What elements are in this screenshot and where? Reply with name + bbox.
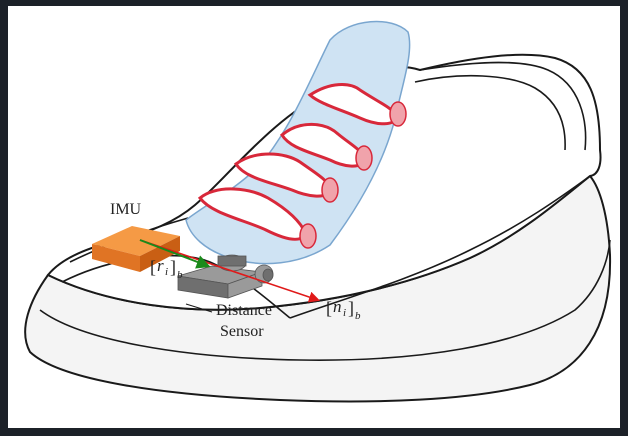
sensor-pointer-line xyxy=(185,303,213,313)
n-bracket-close: ] xyxy=(348,298,354,318)
r-vector-arrow xyxy=(139,239,211,269)
heel-collar-inner xyxy=(414,74,566,151)
sole-midline xyxy=(39,239,611,361)
heel-collar xyxy=(419,61,587,151)
n-vector-label: [ n i ] b xyxy=(326,297,361,322)
bottom-bar xyxy=(0,428,628,436)
imu-label: IMU xyxy=(110,201,142,218)
r-frame-subscript: b xyxy=(177,269,183,281)
laces xyxy=(197,83,407,249)
n-bracket-open: [ xyxy=(326,298,332,318)
eyelet-2 xyxy=(355,145,373,171)
distance-sensor-label-line1: Distance xyxy=(216,302,272,319)
r-bracket-open: [ xyxy=(150,257,156,277)
imu-side-face xyxy=(140,236,180,272)
r-subscript: i xyxy=(165,266,168,278)
n-subscript: i xyxy=(343,307,346,319)
r-vector-label: [ r i ] b xyxy=(150,256,183,281)
side-panel-line xyxy=(289,175,591,319)
eyelet-1 xyxy=(389,101,407,127)
eyelet-3 xyxy=(321,177,339,203)
imu-block xyxy=(92,226,180,272)
n-frame-subscript: b xyxy=(355,310,361,322)
n-vector-arrow xyxy=(139,239,321,303)
eyelet-4 xyxy=(299,223,317,249)
diagram-canvas: IMU [ r i ] b [ n i ] b Distance Sensor xyxy=(8,6,620,428)
r-bracket-close: ] xyxy=(170,257,176,277)
r-symbol: r xyxy=(157,256,164,275)
n-symbol: n xyxy=(333,297,342,316)
imu-front-face xyxy=(92,244,140,272)
shoe-diagram: IMU [ r i ] b [ n i ] b Distance Sensor xyxy=(24,20,612,403)
top-bar xyxy=(0,0,628,6)
imu-top-face xyxy=(92,226,180,256)
distance-sensor-label-line2: Sensor xyxy=(220,323,264,340)
